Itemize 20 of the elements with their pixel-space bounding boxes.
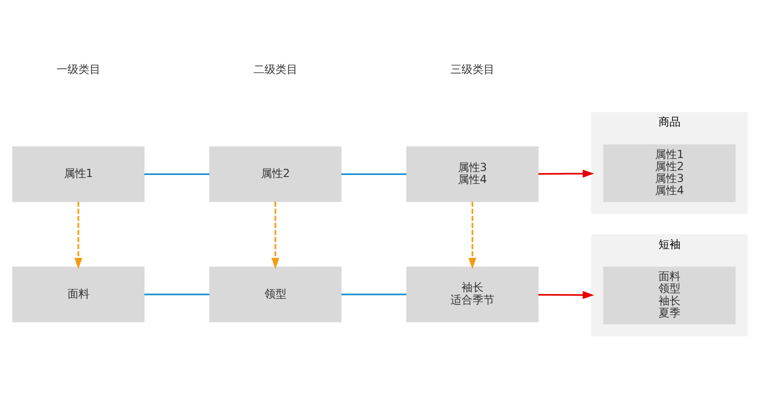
node-box: 属性1 <box>12 146 145 202</box>
arrow <box>538 290 594 298</box>
connector <box>341 293 406 295</box>
connector <box>341 172 406 175</box>
arrow <box>271 201 280 269</box>
node-box: 袖长 适合季节 <box>406 266 539 322</box>
node-box: 属性2 <box>209 146 342 202</box>
connector <box>144 172 210 175</box>
node-box: 领型 <box>209 266 342 322</box>
node-box: 面料 领型 袖长 夏季 <box>603 266 736 324</box>
arrow <box>468 201 476 269</box>
node-box: 面料 <box>12 266 145 322</box>
arrow <box>74 201 82 269</box>
label: 一级类目 <box>56 63 100 76</box>
node-box: 属性1 属性2 属性3 属性4 <box>603 144 736 202</box>
arrow <box>538 169 594 178</box>
node-box: 属性3 属性4 <box>406 146 539 202</box>
connector <box>144 293 210 295</box>
label: 二级类目 <box>253 63 298 76</box>
label: 三级类目 <box>450 63 494 76</box>
